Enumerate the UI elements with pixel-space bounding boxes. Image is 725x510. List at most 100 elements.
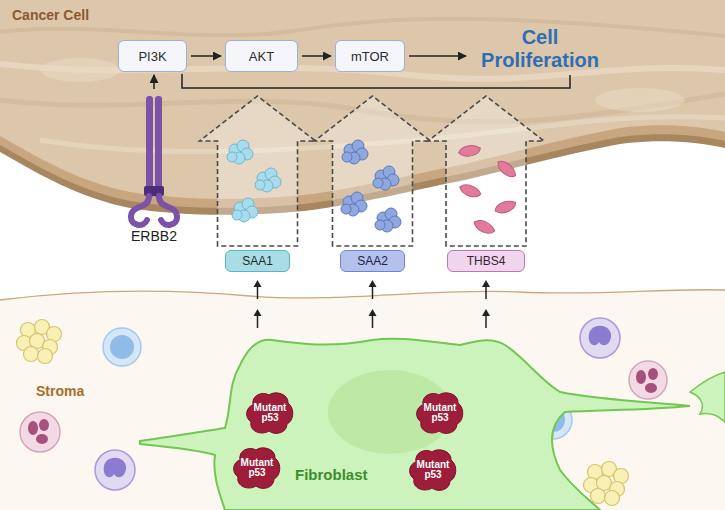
signal-arrow — [254, 280, 262, 328]
connector-line — [485, 314, 487, 328]
box-label: mTOR — [351, 49, 389, 64]
cancer-cell-region: Cancer CellPI3K AKT mTOR Cell Proliferation — [0, 0, 725, 205]
connector-line — [302, 55, 331, 57]
granulocyte-cell — [645, 383, 657, 393]
granulocyte-cell — [636, 370, 646, 384]
arrow-head — [254, 280, 262, 287]
blob-outline — [247, 393, 293, 434]
monocyte-cell — [104, 458, 126, 478]
region-label: Cancer Cell — [12, 7, 89, 23]
mutant-protein-blob: Mutant p53 — [415, 391, 465, 435]
secretion-arrow-outline — [315, 96, 431, 246]
pathway-bracket — [182, 74, 570, 88]
thbs4-protein — [458, 184, 482, 198]
stroma-ground — [0, 290, 725, 300]
granulocyte-cell — [28, 421, 38, 435]
receptor-icon — [118, 92, 190, 228]
arrow-head — [482, 280, 490, 287]
arrow-head — [369, 280, 377, 287]
pathway-box: PI3K — [118, 40, 187, 72]
signal-arrow — [191, 56, 221, 57]
granulocyte-cell — [648, 368, 658, 380]
monocyte-cell — [589, 326, 611, 346]
blob-label: Mutant p53 — [413, 460, 453, 481]
signal-arrow — [482, 280, 490, 328]
pathway-box: mTOR — [335, 40, 405, 72]
secretion-arrow-outline — [428, 96, 544, 246]
box-label: THBS4 — [467, 254, 506, 268]
stroma-ground — [0, 290, 725, 510]
blob-outline — [234, 448, 280, 489]
thbs4-protein — [457, 142, 481, 160]
secretion-arrow — [315, 96, 431, 246]
saa2-protein — [375, 208, 401, 232]
connector-line — [485, 285, 487, 299]
saa1-protein — [227, 140, 253, 164]
box-label: PI3K — [138, 49, 166, 64]
adipocyte-cluster — [591, 489, 606, 504]
receptor-icon — [155, 96, 162, 198]
arrow-head — [254, 309, 262, 316]
outcome-text: Cell Proliferation — [470, 26, 610, 72]
lymphocyte-cell — [110, 335, 134, 359]
cancer-cell-body — [40, 58, 120, 82]
saa1-protein — [232, 198, 258, 222]
stroma-region: StromaFibroblastMutant p53Mutant p53Muta… — [0, 290, 725, 510]
adipocyte-cluster — [605, 491, 620, 506]
mutant-protein-blob: Mutant p53 — [232, 446, 282, 490]
secretion-arrow — [428, 96, 544, 246]
saa1-protein — [227, 140, 281, 222]
monocyte-cell — [95, 450, 135, 490]
stroma-ground — [0, 290, 725, 510]
thbs4-protein — [494, 159, 518, 179]
cell-label: Fibroblast — [295, 466, 368, 483]
monocyte-cell — [580, 318, 620, 358]
receptor-icon — [146, 96, 153, 198]
receptor-icon — [131, 196, 149, 225]
fibroblast-outline — [140, 339, 690, 510]
connector-line — [257, 285, 259, 299]
saa1-protein — [255, 168, 281, 192]
outcome-label: Cell Proliferation — [470, 26, 610, 72]
connector-line — [191, 55, 221, 57]
cancer-cell-body — [595, 88, 685, 112]
secretion-arrow — [200, 96, 316, 246]
connector-line — [153, 75, 155, 89]
fibroblast-cell: FibroblastMutant p53Mutant p53Mutant p53… — [135, 330, 695, 510]
saa2-protein — [341, 192, 367, 216]
mutant-protein-blob: Mutant p53 — [408, 448, 458, 492]
fibroblast-outline — [140, 339, 690, 510]
saa2-protein — [373, 166, 399, 190]
connector-line — [182, 74, 570, 88]
connector-line — [409, 55, 466, 57]
arrow-head — [482, 309, 490, 316]
granulocyte-cell — [36, 434, 48, 444]
protein-box: SAA1 — [225, 250, 290, 272]
signal-arrow — [369, 280, 377, 328]
mutant-protein-blob: Mutant p53 — [245, 391, 295, 435]
pathway-box: AKT — [225, 40, 298, 72]
blob-label: Mutant p53 — [250, 403, 290, 424]
connector-line — [372, 285, 374, 299]
granulocyte-cell — [629, 361, 667, 399]
receptor-icon — [159, 196, 177, 225]
adipocyte-cluster — [38, 349, 53, 364]
thbs4-protein — [457, 142, 518, 235]
secretion-arrow-outline — [200, 96, 316, 246]
blob-label: Mutant p53 — [237, 458, 277, 479]
signal-arrow — [409, 56, 466, 57]
cancer-cell-body — [0, 19, 725, 36]
receptor: ERBB2 — [118, 92, 190, 250]
thbs4-protein — [493, 197, 517, 217]
signal-arrow — [302, 56, 331, 57]
lymphocyte-cell — [103, 328, 141, 366]
receptor-label: ERBB2 — [118, 228, 190, 244]
adipocyte-cluster — [24, 347, 39, 362]
granulocyte-cell — [39, 419, 49, 431]
stromal-cell-edge — [690, 372, 725, 422]
blob-outline — [417, 393, 463, 434]
protein-box: SAA2 — [340, 250, 405, 272]
connector-line — [257, 314, 259, 328]
